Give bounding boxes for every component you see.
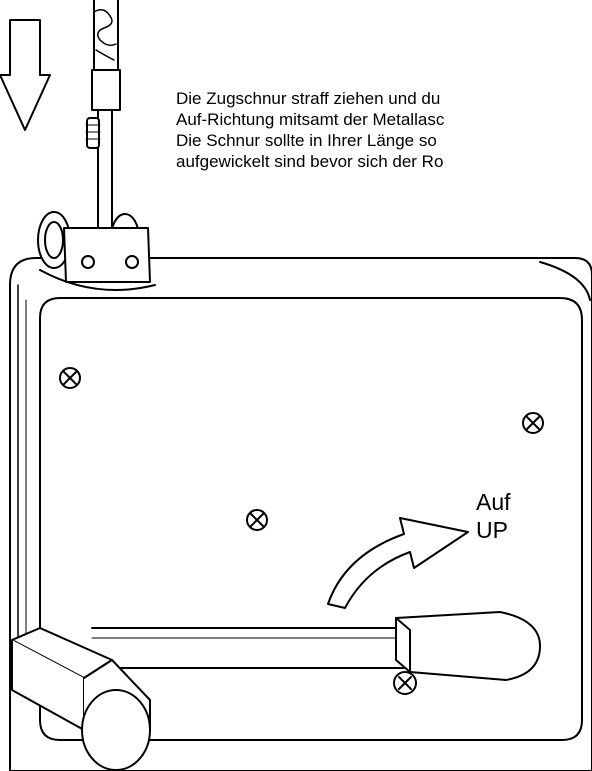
screw-top-left-icon [59, 367, 81, 389]
pull-down-arrow-icon [0, 19, 51, 131]
cord-guide-bracket [37, 211, 156, 291]
direction-label-en: UP [476, 517, 508, 543]
instruction-text: Die Zugschnur straff ziehen und du Auf-R… [176, 88, 444, 172]
up-rotation-arrow-icon [327, 517, 469, 609]
instruction-line-2: Auf-Richtung mitsamt der Metallasc [176, 110, 445, 129]
instruction-line-1: Die Zugschnur straff ziehen und du [176, 89, 441, 108]
direction-label: Auf UP [476, 488, 511, 544]
direction-label-de: Auf [476, 489, 511, 515]
bracket-hole-right [125, 255, 139, 269]
instruction-line-3: Die Schnur sollte in Ihrer Länge so [176, 131, 437, 150]
instruction-line-4: aufgewickelt sind bevor sich der Ro [176, 152, 444, 171]
crank-grip-end [81, 689, 151, 771]
screw-crank-icon [393, 671, 417, 695]
screw-center-icon [246, 509, 268, 531]
pull-cord [85, 0, 121, 256]
screw-right-icon [522, 412, 544, 434]
crank-handle[interactable] [11, 611, 541, 771]
bracket-hole-left [81, 255, 95, 269]
